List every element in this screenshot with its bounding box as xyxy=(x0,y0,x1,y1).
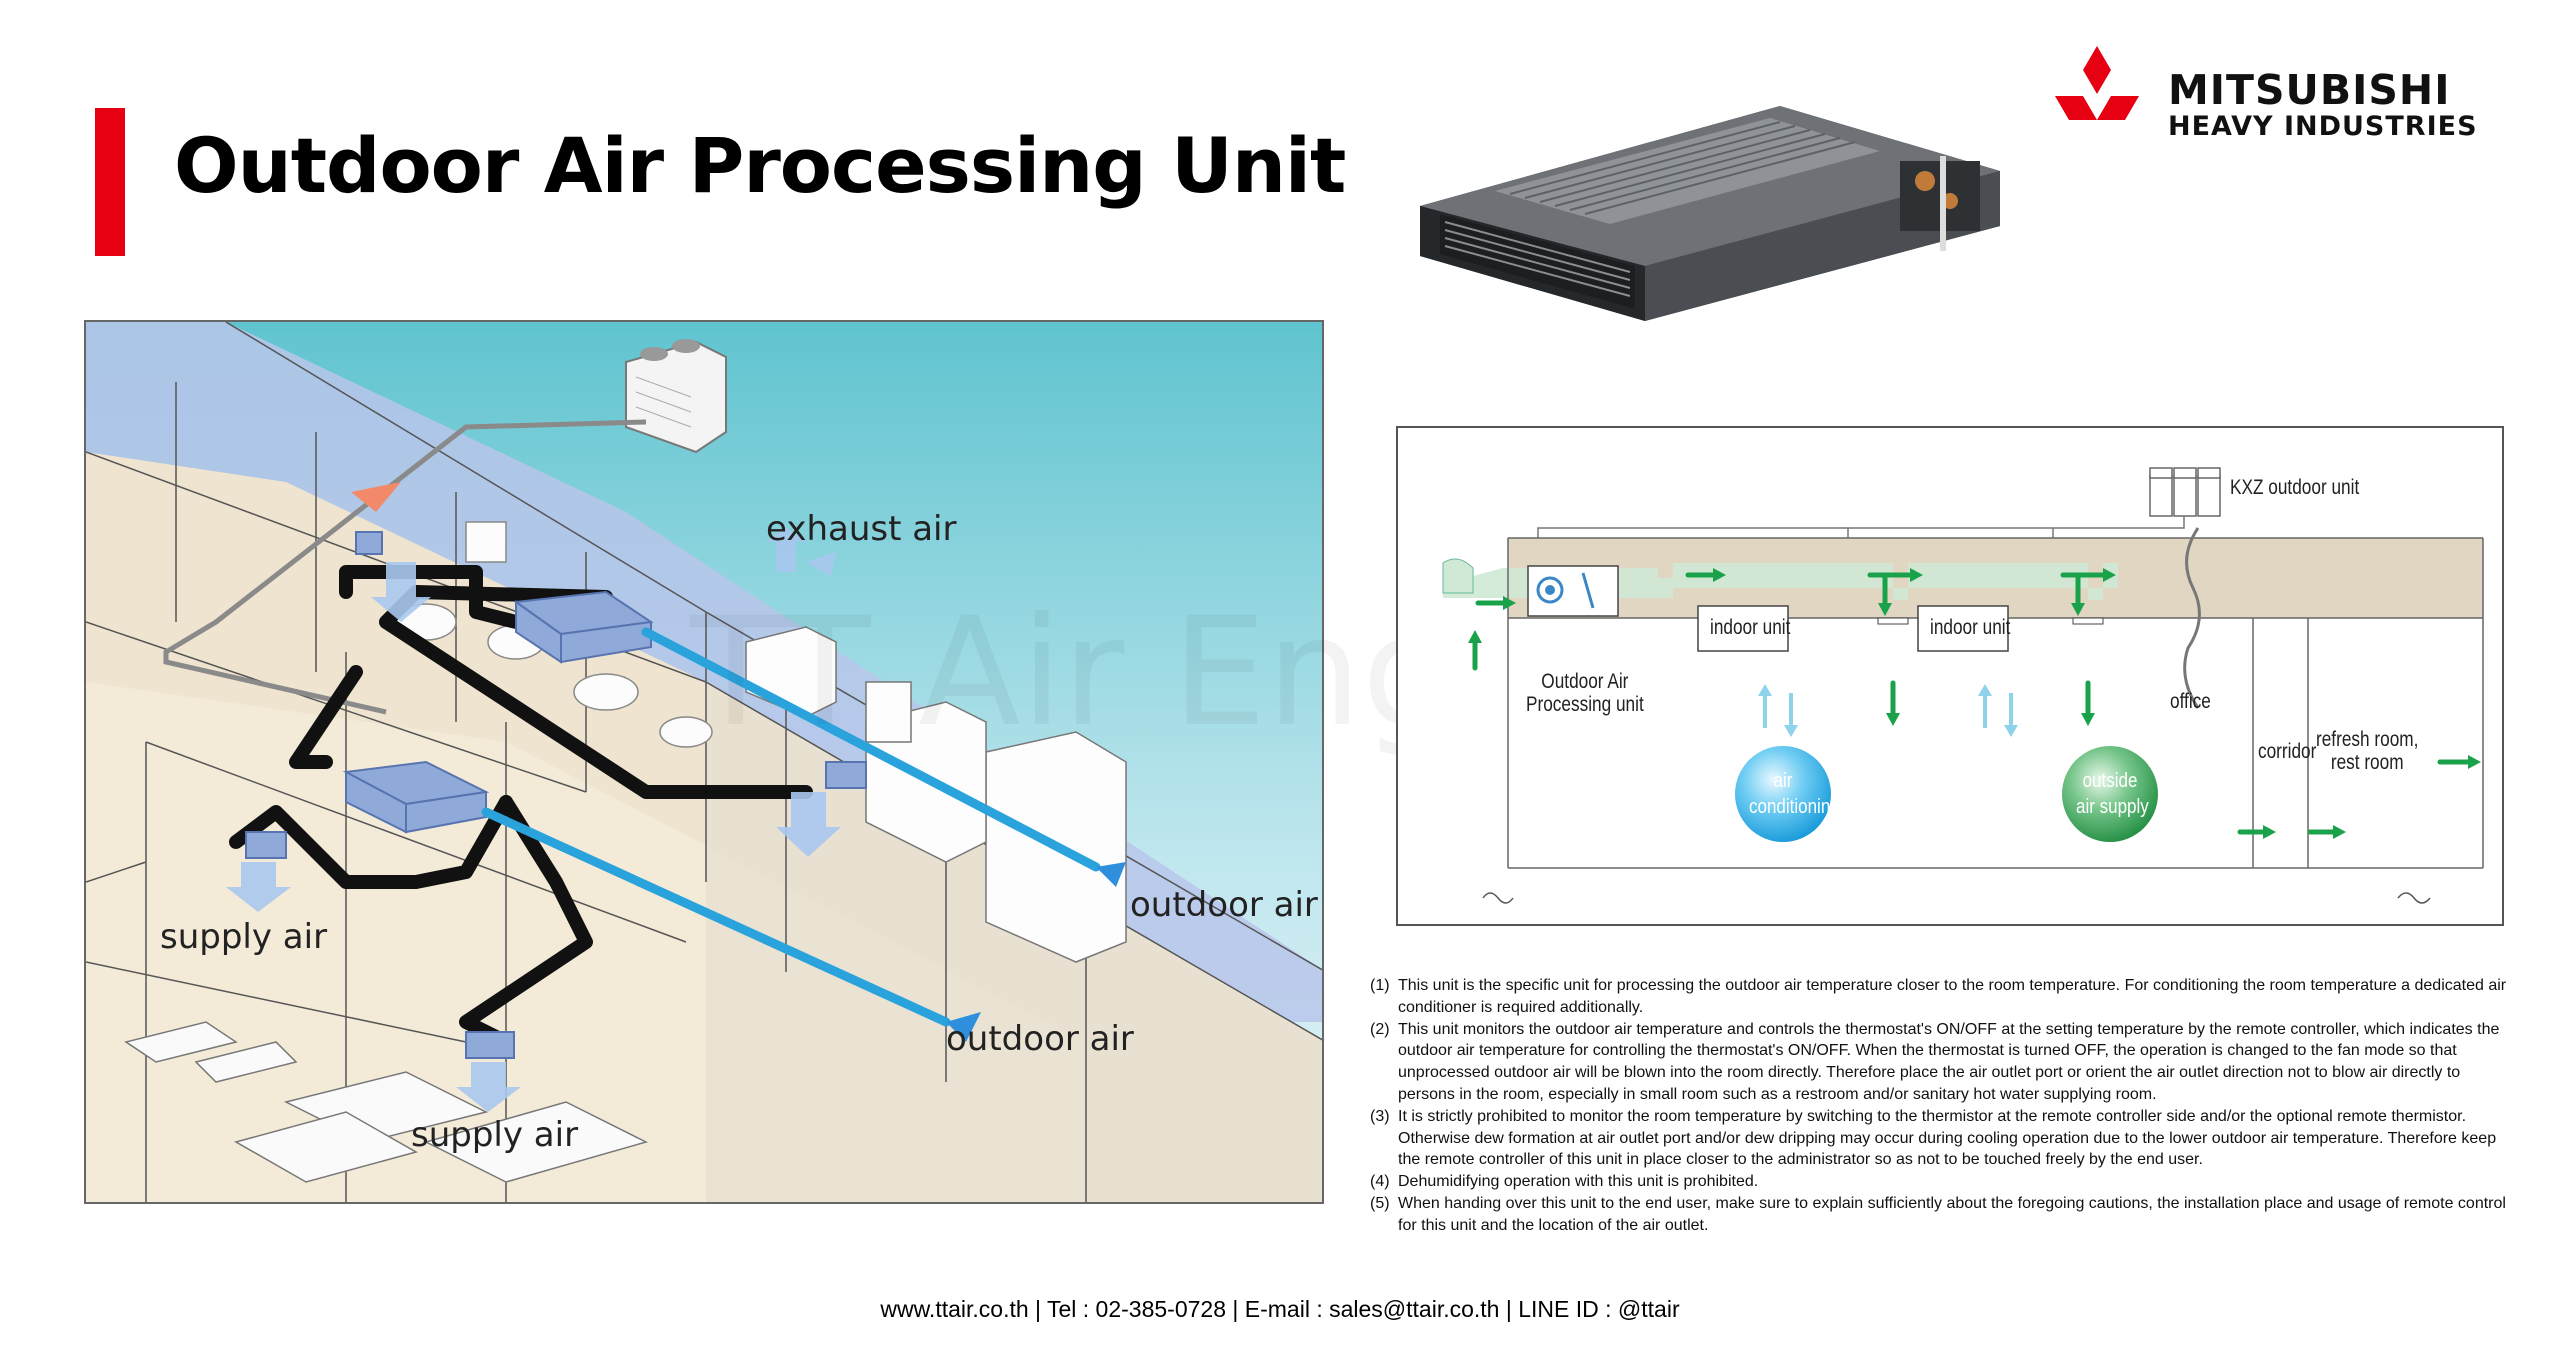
outside-air-supply-circle xyxy=(2062,746,2158,842)
label-outdoor-air-1: outdoor air xyxy=(1130,885,1318,925)
schematic-drawing xyxy=(1442,467,2484,904)
note-4: (4)Dehumidifying operation with this uni… xyxy=(1370,1173,1759,1191)
label-corridor: corridor xyxy=(2258,740,2317,763)
label-supply-air-2: supply air xyxy=(411,1115,579,1155)
processing-unit-icon xyxy=(1527,565,1619,617)
label-kxz-outdoor-unit: KXZ outdoor unit xyxy=(2230,476,2360,499)
airflow-schematic: KXZ outdoor unit Outdoor Air Processing … xyxy=(1396,426,2504,926)
label-outside-air-supply: outside air supply xyxy=(2076,770,2149,818)
page-title: Outdoor Air Processing Unit xyxy=(174,121,1346,210)
outdoor-condensing-unit xyxy=(625,339,727,454)
note-1: (1)This unit is the specific unit for pr… xyxy=(1370,977,2507,1016)
building-cutaway-drawing xyxy=(86,322,1322,1202)
ducted-unit-image xyxy=(1420,106,2000,321)
three-diamonds-icon xyxy=(2055,46,2139,120)
kxz-outdoor-unit-icon xyxy=(2149,467,2221,517)
label-air-conditioning: air conditioning xyxy=(1749,770,1840,818)
label-refresh-room: refresh room, rest room xyxy=(2316,728,2419,775)
label-office: office xyxy=(2170,690,2211,713)
label-supply-air-1: supply air xyxy=(160,917,328,957)
label-processing-unit: Outdoor Air Processing unit xyxy=(1526,670,1644,717)
brand-line-2: HEAVY INDUSTRIES xyxy=(2168,111,2478,142)
mitsubishi-logo xyxy=(2055,46,2139,120)
label-indoor-unit-2: indoor unit xyxy=(1930,616,2011,639)
title-accent-bar xyxy=(95,108,125,256)
label-exhaust-air: exhaust air xyxy=(766,509,957,549)
brand-wordmark: MITSUBISHI HEAVY INDUSTRIES xyxy=(2168,66,2478,142)
note-3: (3)It is strictly prohibited to monitor … xyxy=(1370,1107,2497,1169)
brand-line-1: MITSUBISHI xyxy=(2168,66,2451,114)
note-2: (2)This unit monitors the outdoor air te… xyxy=(1370,1020,2500,1103)
footer-contact: www.ttair.co.th | Tel : 02-385-0728 | E-… xyxy=(880,1296,1680,1322)
label-indoor-unit-1: indoor unit xyxy=(1710,616,1791,639)
air-conditioning-circle xyxy=(1735,746,1831,842)
building-illustration: exhaust air outdoor air outdoor air supp… xyxy=(84,320,1324,1204)
note-5: (5)When handing over this unit to the en… xyxy=(1370,1194,2506,1234)
label-outdoor-air-2: outdoor air xyxy=(946,1019,1134,1059)
caution-notes: (1)This unit is the specific unit for pr… xyxy=(1370,975,2510,1237)
